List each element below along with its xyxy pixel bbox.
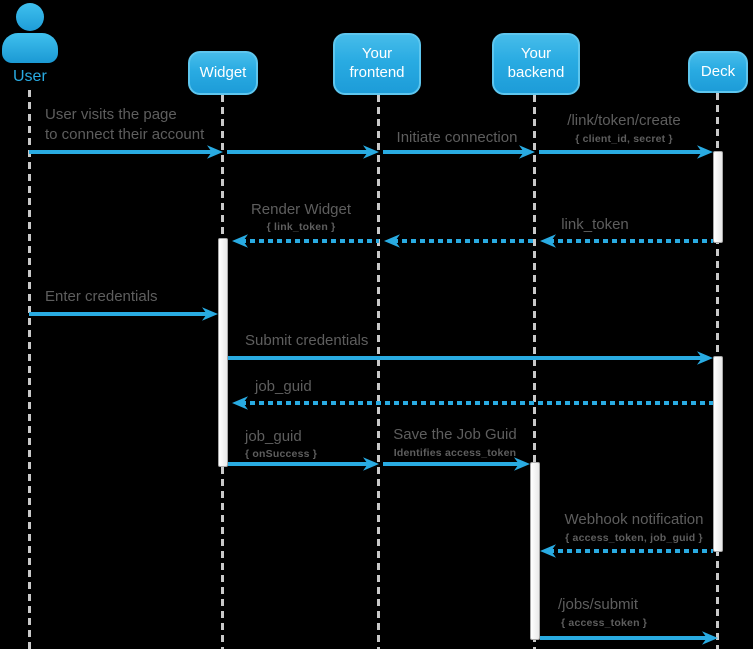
msg-label-save-job-guid: Save the Job Guid (393, 426, 517, 443)
arrow-return-link-token (540, 234, 713, 248)
arrow-user-visits (29, 145, 223, 159)
arrow-link-token-create (539, 145, 713, 159)
msg-label-user-visits: User visits the page to connect their ac… (45, 106, 205, 143)
participant-box-backend: Your backend (492, 33, 580, 95)
msg-label-jobs-submit: /jobs/submit (558, 596, 639, 613)
person-icon (16, 3, 44, 31)
arrow-jobs-submit (540, 631, 718, 645)
activation-backend (530, 462, 540, 640)
lifeline-user (28, 90, 31, 649)
msg-label-job-guid: job_guid (245, 428, 302, 445)
participant-label: Your frontend (349, 45, 405, 81)
msg-label-link-token: link_token (561, 216, 629, 233)
arrow-submit-credentials (228, 351, 713, 365)
activation-widget (218, 238, 228, 467)
msg-label-enter-credentials: Enter credentials (45, 288, 158, 305)
participant-label: Deck (700, 62, 736, 80)
arrow-job-guid-onsuccess (228, 457, 379, 471)
participant-box-widget: Widget (188, 51, 258, 95)
arrow-return-job-guid (232, 396, 713, 410)
msg-label-job-guid-return: job_guid (255, 378, 312, 395)
msg-label-submit-credentials: Submit credentials (245, 332, 369, 349)
arrow-webhook-notification (540, 544, 713, 558)
arrow-initiate-connection (383, 145, 535, 159)
participant-label: Widget (199, 63, 247, 81)
participant-box-frontend: Your frontend (333, 33, 421, 95)
arrow-render-widget (232, 234, 379, 248)
activation-deck-2 (713, 356, 723, 552)
lifeline-frontend (377, 95, 380, 649)
lifeline-backend (533, 95, 536, 649)
msg-sublabel-link-token: { link_token } (266, 221, 336, 233)
msg-sublabel-access-token: { access_token } (561, 617, 648, 629)
actor-label-user: User (13, 68, 47, 85)
msg-sublabel-client-id-secret: { client_id, secret } (575, 133, 673, 145)
msg-label-webhook-notification: Webhook notification (564, 511, 704, 528)
arrow-enter-credentials (29, 307, 218, 321)
arrow-widget-frontend (227, 145, 379, 159)
participant-label: Your backend (507, 45, 565, 81)
activation-deck-1 (713, 151, 723, 243)
person-icon-body (2, 33, 58, 63)
arrow-return-backend-frontend (384, 234, 535, 248)
msg-label-link-token-create: /link/token/create (567, 112, 681, 129)
msg-sublabel-onsuccess: { onSuccess } (245, 448, 318, 460)
participant-box-deck: Deck (688, 51, 748, 93)
arrow-save-job-guid (383, 457, 530, 471)
msg-sublabel-access-token-job-guid: { access_token, job_guid } (565, 532, 703, 544)
msg-label-initiate-connection: Initiate connection (396, 129, 518, 146)
msg-label-render-widget: Render Widget (250, 201, 352, 218)
msg-sublabel-identifies-access-token: Identifies access_token (393, 447, 517, 459)
